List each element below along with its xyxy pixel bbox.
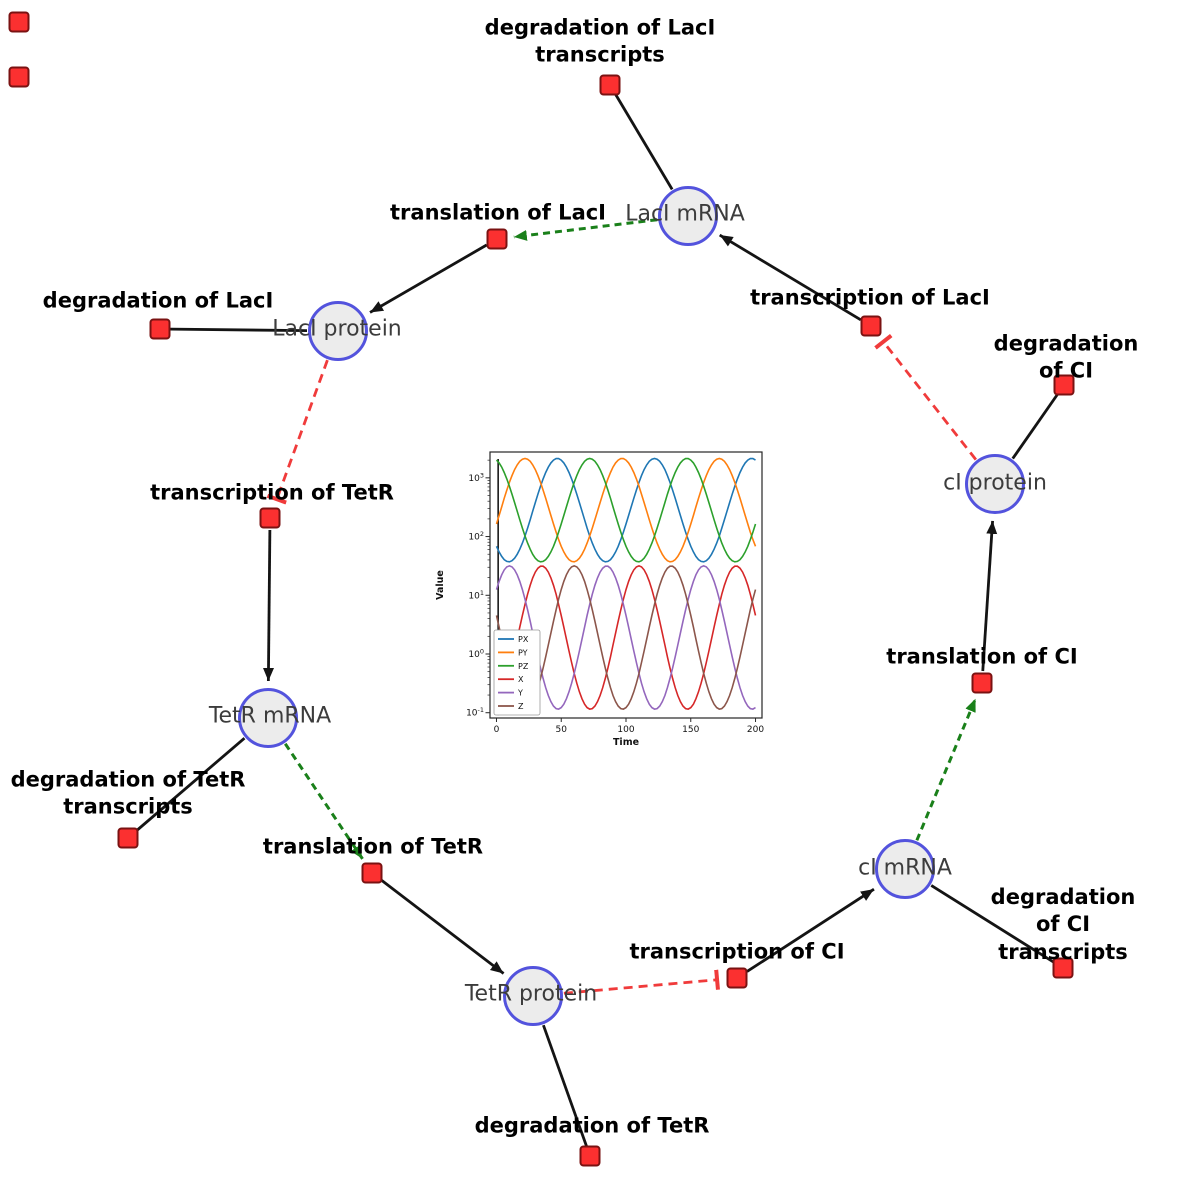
edge-production-transl_ci-ci_protein bbox=[981, 520, 998, 672]
species-label-tetr-mrna: TetR mRNA bbox=[208, 703, 332, 729]
species-node-tetr-protein[interactable] bbox=[503, 966, 563, 1026]
y-tick-label: 101 bbox=[468, 589, 484, 602]
reaction-label-translation-tetr: translation of TetR bbox=[262, 834, 484, 859]
edge-inhibition-laci_protein-txn_tetr bbox=[266, 359, 329, 505]
reaction-node-degradation-laci[interactable] bbox=[149, 318, 171, 340]
series-PZ bbox=[495, 457, 757, 563]
edge-production-txn_laci-laci_mrna bbox=[718, 233, 862, 322]
reaction-label-degradation-laci-transcripts: degradation of LacI transcripts bbox=[484, 15, 716, 67]
edge-consumption-tetr_protein-deg_tetr bbox=[542, 1024, 592, 1157]
edge-consumption-tetr_mrna-deg_tetr_tx bbox=[127, 737, 246, 840]
reaction-node-degradation-ci[interactable] bbox=[1053, 374, 1075, 396]
reaction-node-translation-tetr[interactable] bbox=[361, 862, 383, 884]
legend-entry: Z bbox=[518, 702, 524, 711]
reaction-label-transcription-ci: transcription of CI bbox=[629, 939, 845, 964]
x-tick-label: 0 bbox=[494, 725, 500, 735]
x-tick-label: 150 bbox=[682, 725, 699, 735]
species-label-laci-protein: LacI protein bbox=[272, 316, 402, 342]
species-label-tetr-protein: TetR protein bbox=[464, 981, 598, 1007]
reaction-label-transcription-tetr: transcription of TetR bbox=[150, 480, 394, 505]
edge-inhibition-ci_protein-txn_laci bbox=[874, 333, 977, 461]
reaction-label-degradation-ci: degradation of CI bbox=[993, 331, 1139, 383]
edge-inhibition-tetr_protein-txn_ci bbox=[563, 969, 720, 995]
y-tick-label: 103 bbox=[468, 471, 484, 484]
y-tick-label: 10-1 bbox=[466, 706, 484, 719]
series-PX bbox=[495, 457, 756, 563]
legend-entry: PY bbox=[518, 648, 528, 657]
reaction-label-degradation-laci: degradation of LacI bbox=[42, 288, 274, 313]
legend-entry: PZ bbox=[518, 662, 529, 671]
y-tick-label: 100 bbox=[468, 647, 484, 660]
reaction-node-transcription-laci[interactable] bbox=[860, 315, 882, 337]
legend-entry: Y bbox=[517, 689, 523, 698]
legend-entry: X bbox=[518, 675, 524, 684]
species-node-tetr-mrna[interactable] bbox=[238, 688, 298, 748]
unlabeled-node-square-1[interactable] bbox=[8, 11, 30, 33]
reaction-label-degradation-ci-transcripts: degradation of CI transcripts bbox=[990, 885, 1136, 964]
reaction-node-transcription-tetr[interactable] bbox=[259, 507, 281, 529]
reaction-label-translation-laci: translation of LacI bbox=[390, 200, 606, 225]
y-tick-label: 102 bbox=[468, 530, 484, 543]
species-label-ci-protein: cI protein bbox=[943, 470, 1047, 496]
species-node-ci-protein[interactable] bbox=[965, 454, 1025, 514]
edge-production-transl_laci-laci_protein bbox=[369, 243, 488, 314]
edge-consumption-ci_mrna-deg_ci_tx bbox=[930, 884, 1064, 970]
edge-consumption-laci_protein-deg_laci bbox=[159, 327, 308, 333]
species-label-ci-mrna: cI mRNA bbox=[858, 855, 952, 881]
x-axis-label: Time bbox=[613, 737, 639, 748]
edge-consumption-laci_mrna-deg_laci_tx bbox=[608, 84, 674, 191]
reaction-node-degradation-laci-transcripts[interactable] bbox=[599, 74, 621, 96]
reaction-label-degradation-tetr-transcripts: degradation of TetR transcripts bbox=[10, 767, 246, 819]
reaction-node-degradation-tetr[interactable] bbox=[579, 1145, 601, 1167]
edge-production-txn_ci-ci_mrna bbox=[746, 887, 875, 973]
unlabeled-node-square-2[interactable] bbox=[8, 66, 30, 88]
reaction-label-transcription-laci: transcription of LacI bbox=[750, 285, 990, 310]
chart-legend bbox=[493, 629, 541, 716]
species-label-laci-mrna: LacI mRNA bbox=[625, 201, 745, 227]
x-tick-label: 200 bbox=[747, 725, 764, 735]
series-X bbox=[495, 565, 757, 710]
edge-consumption-ci_protein-deg_ci bbox=[1011, 384, 1066, 460]
y-axis-label: Value bbox=[435, 570, 446, 600]
reaction-node-degradation-ci-transcripts[interactable] bbox=[1052, 957, 1074, 979]
series-PY bbox=[495, 457, 757, 563]
edge-modifier-laci_mrna-transl_laci bbox=[513, 218, 658, 241]
reaction-label-degradation-tetr: degradation of TetR bbox=[474, 1113, 710, 1138]
species-node-ci-mrna[interactable] bbox=[875, 839, 935, 899]
x-tick-label: 50 bbox=[556, 725, 568, 735]
reaction-label-translation-ci: translation of CI bbox=[886, 644, 1078, 669]
edge-production-txn_tetr-tetr_mrna bbox=[263, 529, 274, 682]
reaction-node-transcription-ci[interactable] bbox=[726, 967, 748, 989]
reaction-node-translation-ci[interactable] bbox=[971, 672, 993, 694]
edge-modifier-ci_mrna-transl_ci bbox=[915, 698, 977, 841]
species-node-laci-protein[interactable] bbox=[308, 301, 368, 361]
edge-production-transl_tetr-tetr_protein bbox=[380, 879, 505, 975]
x-tick-label: 100 bbox=[617, 725, 634, 735]
reaction-node-degradation-tetr-transcripts[interactable] bbox=[117, 827, 139, 849]
legend-entry: PX bbox=[518, 635, 529, 644]
reaction-node-translation-laci[interactable] bbox=[486, 228, 508, 250]
species-node-laci-mrna[interactable] bbox=[658, 186, 718, 246]
